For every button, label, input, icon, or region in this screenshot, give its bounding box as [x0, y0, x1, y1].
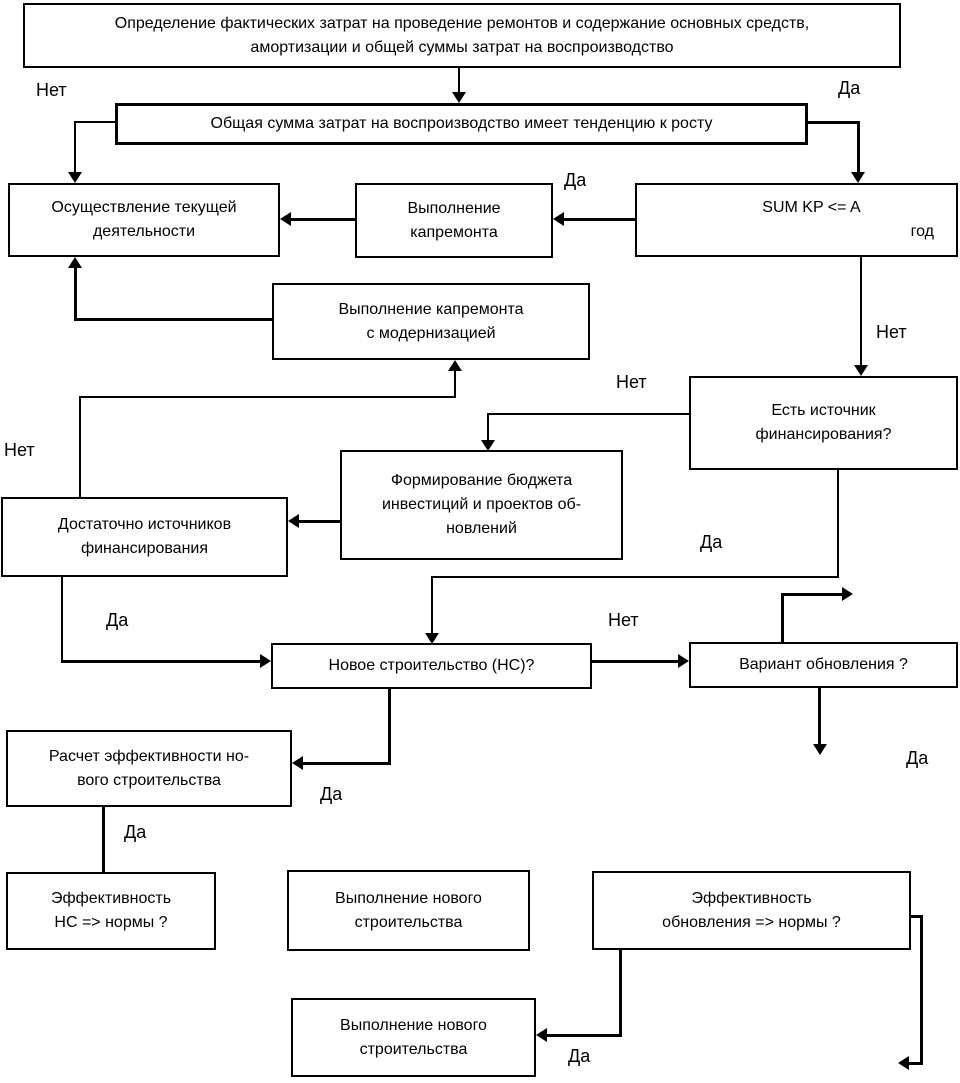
node-budget: Формирование бюджета инвестиций и проект… — [340, 450, 623, 560]
node-update-variant: Вариант обновления ? — [689, 642, 958, 688]
connector-effupd-newbuild2-h — [546, 1034, 621, 1037]
node-sumkp-line1: SUM KP <= A — [762, 199, 861, 216]
node-funding-source: Есть источник финансирования? — [689, 376, 958, 470]
label-no-nc: Нет — [608, 610, 639, 630]
connector-calc-effns — [102, 807, 105, 872]
connector-source-nc-h — [431, 576, 839, 578]
connector-sumkp-source — [860, 257, 862, 366]
node-efficiency-update-label: Эффективность обновления => нормы ? — [662, 889, 841, 931]
node-sumkp-content: SUM KP <= A год — [637, 196, 956, 244]
node-funding-source-label: Есть источник финансирования? — [755, 402, 892, 443]
arrowhead-budget-enough — [288, 514, 299, 528]
node-kapmod: Выполнение капремонта с модернизацией — [272, 283, 590, 360]
node-enough-sources-label: Достаточно источников финансирования — [57, 516, 232, 557]
label-no-enough: Нет — [4, 440, 35, 460]
node-efficiency-ns: Эффективность НС => нормы ? — [6, 872, 216, 950]
label-yes-kapremont: Да — [564, 170, 587, 190]
node-kapremont-label: Выполнение капремонта — [407, 199, 501, 241]
label-yes-calc: Да — [124, 822, 147, 842]
connector-source-budget-v — [487, 413, 489, 441]
node-update-variant-label: Вариант обновления ? — [739, 656, 908, 673]
arrowhead-variant-down — [813, 744, 827, 755]
connector-sumkp-kapremont — [564, 218, 635, 221]
arrowhead-trend-no — [68, 172, 82, 183]
node-calc-efficiency-label: Расчет эффективности но- вого строительс… — [48, 747, 250, 789]
arrowhead-enough-nc — [260, 654, 271, 668]
node-trend: Общая сумма затрат на воспроизводство им… — [115, 103, 808, 145]
node-enough-sources: Достаточно источников финансирования — [1, 497, 288, 577]
node-new-build-2: Выполнение нового строительства — [291, 998, 536, 1077]
node-trend-label: Общая сумма затрат на воспроизводство им… — [210, 115, 713, 132]
arrowhead-variant-up — [842, 587, 853, 601]
node-efficiency-update: Эффективность обновления => нормы ? — [592, 871, 911, 950]
connector-trend-yes-v — [857, 121, 860, 173]
arrowhead-sumkp-source — [854, 365, 868, 376]
connector-enough-kapmod-v2 — [454, 370, 456, 398]
node-start: Определение фактических затрат на провед… — [23, 3, 901, 68]
connector-enough-kapmod-v1 — [79, 396, 81, 497]
arrowhead-nc-calc — [292, 756, 303, 770]
label-no-sumkp: Нет — [876, 322, 907, 342]
node-new-build-2-label: Выполнение нового строительства — [340, 1016, 487, 1058]
node-start-label: Определение фактических затрат на провед… — [114, 14, 810, 56]
connector-enough-kapmod-h — [79, 396, 456, 398]
label-yes-enough: Да — [106, 610, 129, 630]
arrowhead-effupd-right — [898, 1056, 909, 1070]
connector-trend-no-v — [74, 121, 76, 173]
connector-kapmod-current-h — [74, 318, 272, 321]
arrowhead-enough-kapmod — [448, 360, 462, 371]
node-current-activity: Осуществление текущей деятельности — [8, 183, 280, 257]
node-current-activity-label: Осуществление текущей деятельности — [51, 199, 237, 240]
node-new-construction-label: Новое строительство (НС)? — [328, 657, 535, 674]
connector-enough-nc-h — [61, 660, 261, 663]
arrowhead-source-nc — [425, 633, 439, 644]
label-yes-variant: Да — [906, 748, 929, 768]
connector-effupd-right-h2 — [908, 1062, 922, 1065]
node-calc-efficiency: Расчет эффективности но- вого строительс… — [6, 730, 292, 807]
arrowhead-effupd-newbuild2 — [536, 1028, 547, 1042]
node-new-build-1: Выполнение нового строительства — [287, 870, 530, 951]
connector-kapremont-current — [291, 218, 355, 221]
node-new-build-1-label: Выполнение нового строительства — [335, 889, 482, 931]
connector-trend-no-h — [74, 121, 116, 123]
connector-variant-up-h — [781, 593, 843, 596]
node-new-construction: Новое строительство (НС)? — [271, 643, 592, 689]
connector-source-nc-v2 — [431, 576, 433, 634]
connector-budget-enough — [299, 520, 340, 523]
node-kapremont: Выполнение капремонта — [355, 183, 553, 258]
connector-nc-calc-h — [302, 762, 391, 765]
label-no-source-left: Нет — [616, 372, 647, 392]
connector-effupd-right-v — [920, 915, 923, 1065]
connector-variant-down — [818, 688, 821, 745]
arrowhead-kapremont-current — [280, 212, 291, 226]
arrowhead-source-budget — [481, 440, 495, 451]
label-yes-effupd: Да — [568, 1046, 591, 1066]
connector-variant-up-v — [781, 595, 784, 642]
arrowhead-nc-variant — [678, 654, 689, 668]
label-yes-source: Да — [700, 532, 723, 552]
connector-effupd-right-h1 — [911, 915, 923, 918]
connector-kapmod-current-v — [74, 267, 77, 321]
arrowhead-kapmod-current — [68, 257, 82, 268]
connector-effupd-newbuild2-v — [619, 950, 622, 1037]
node-budget-label: Формирование бюджета инвестиций и проект… — [381, 472, 582, 537]
arrowhead-trend-yes — [851, 172, 865, 183]
connector-trend-yes-h — [806, 121, 860, 124]
node-sumkp-line2: год — [910, 223, 934, 240]
label-no-top-left: Нет — [36, 80, 67, 100]
connector-source-budget-h — [487, 413, 689, 415]
node-efficiency-ns-label: Эффективность НС => нормы ? — [50, 890, 172, 931]
connector-nc-variant — [592, 660, 679, 663]
arrowhead-start-trend — [452, 92, 466, 103]
label-yes-nc: Да — [320, 784, 343, 804]
node-kapmod-label: Выполнение капремонта с модернизацией — [338, 300, 524, 342]
arrowhead-sumkp-kapremont — [553, 212, 564, 226]
connector-start-trend — [458, 68, 460, 93]
label-yes-top-right: Да — [838, 78, 861, 98]
node-sumkp: SUM KP <= A год — [635, 183, 958, 257]
connector-enough-nc-v — [61, 577, 63, 662]
connector-source-nc-v1 — [837, 470, 839, 578]
connector-nc-calc-v — [388, 689, 391, 765]
